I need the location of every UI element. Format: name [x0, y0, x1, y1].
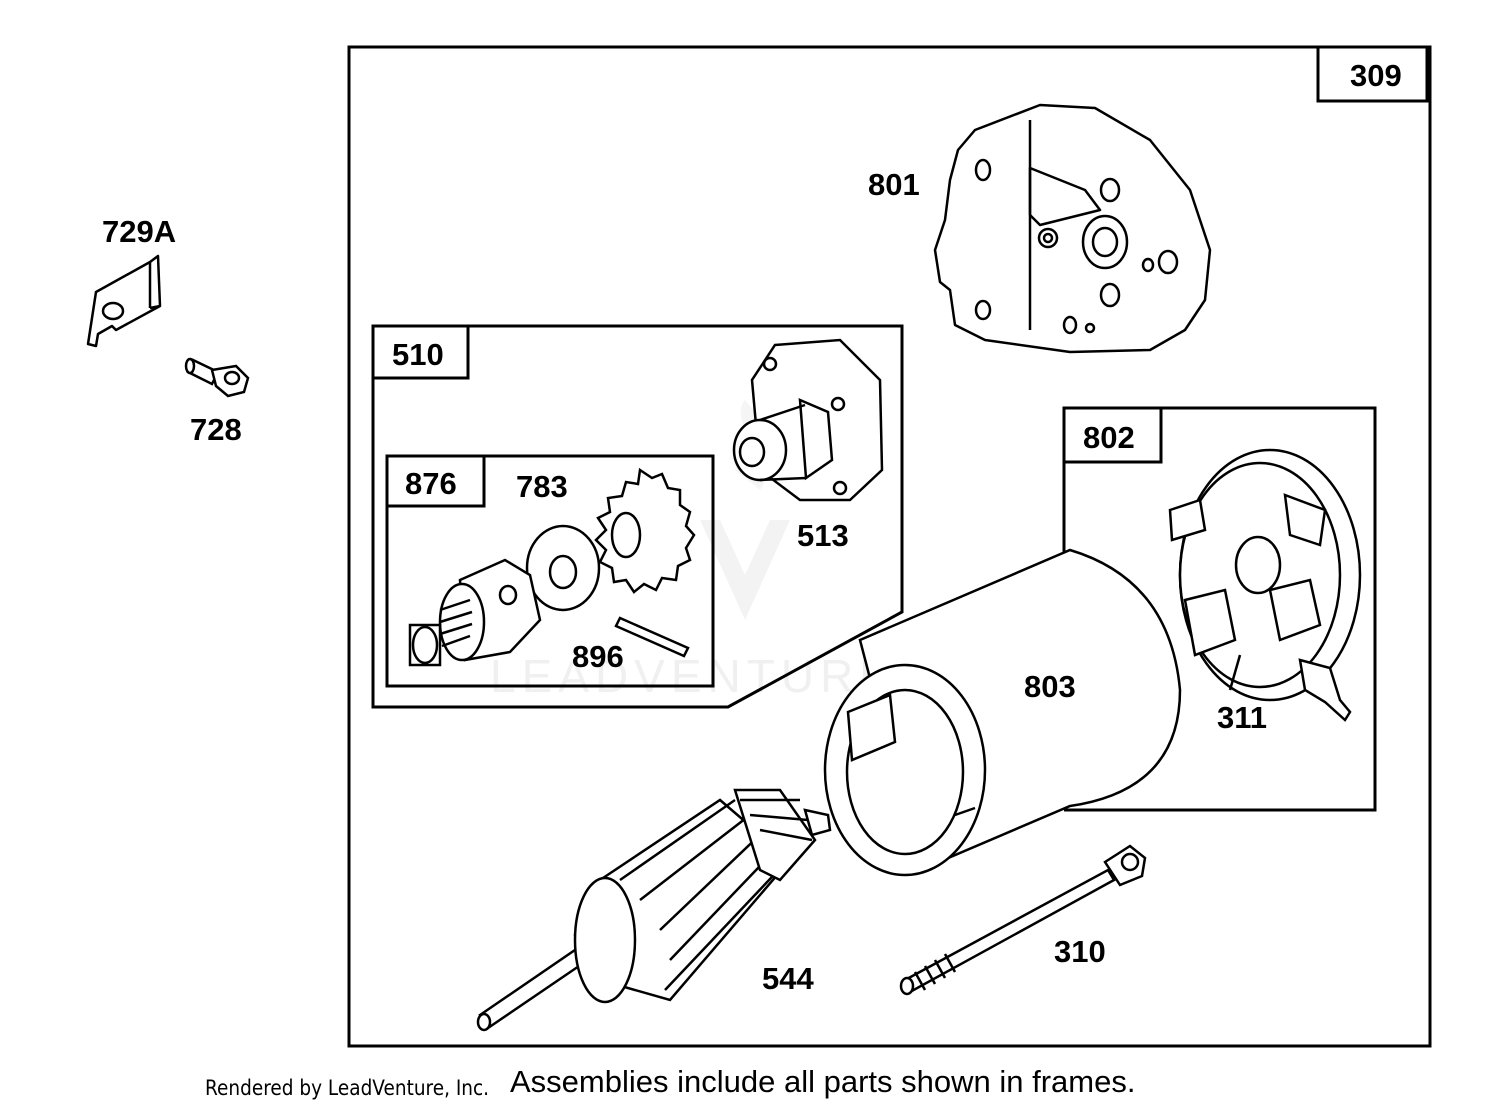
part-label-803: 803: [1024, 669, 1076, 704]
through-bolt-part: [899, 844, 1147, 996]
mounting-plate-part: [933, 103, 1212, 354]
frame-label-309: 309: [1350, 58, 1402, 93]
watermark-logo: LEADVENTURE: [490, 400, 896, 702]
footer-credit: Rendered by LeadVenture, Inc.: [205, 1076, 490, 1100]
part-label-896: 896: [572, 639, 624, 674]
part-label-310: 310: [1054, 934, 1106, 969]
frame-label-510: 510: [392, 337, 444, 372]
part-label-729A: 729A: [102, 214, 176, 249]
part-label-801: 801: [868, 167, 920, 202]
gear-part: [594, 467, 696, 594]
frame-label-876: 876: [405, 466, 457, 501]
frame-876: [385, 454, 715, 688]
watermark-text: LEADVENTURE: [490, 650, 896, 702]
pin-part: [614, 616, 690, 658]
drive-housing-part: [732, 338, 884, 502]
pinion-clutch-part: [408, 558, 542, 667]
screw-part: [184, 357, 250, 398]
washer-part: [525, 524, 601, 612]
part-label-544: 544: [762, 961, 814, 996]
frame-label-802: 802: [1083, 420, 1135, 455]
frame-309: [347, 45, 1432, 1048]
part-label-783: 783: [516, 469, 568, 504]
bracket-part: [86, 254, 162, 348]
armature-part: [476, 788, 832, 1032]
footer-note: Assemblies include all parts shown in fr…: [510, 1064, 1136, 1099]
frame-802: [1062, 406, 1377, 812]
brush-assembly-part: [1168, 448, 1362, 722]
part-label-513: 513: [797, 518, 849, 553]
frame-510: [371, 324, 904, 709]
part-label-728: 728: [190, 412, 242, 447]
part-label-311: 311: [1217, 700, 1267, 735]
frame-housing-part: [823, 548, 1182, 877]
